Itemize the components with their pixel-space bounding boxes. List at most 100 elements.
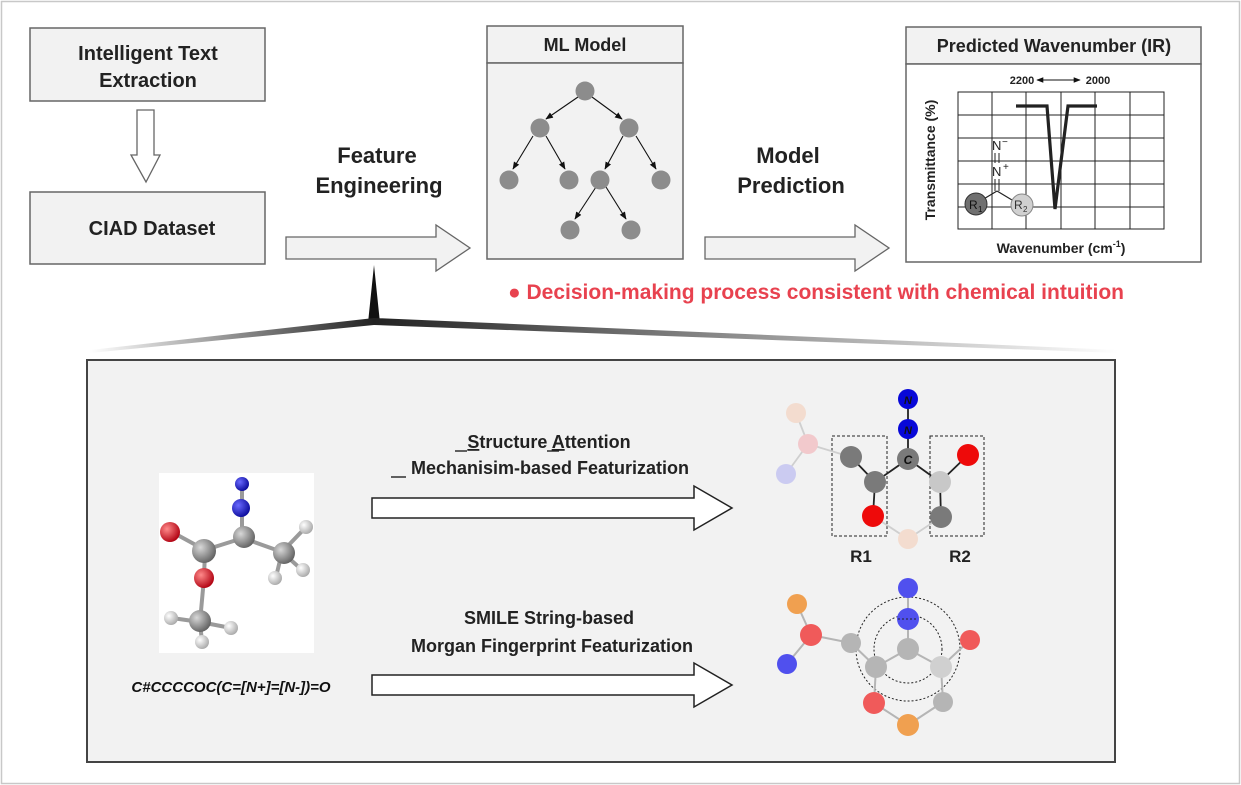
tree-node (651, 170, 671, 190)
svg-text:N: N (992, 138, 1001, 153)
morgan-node (787, 594, 807, 614)
morgan-node (933, 692, 953, 712)
svg-text:N: N (904, 425, 913, 437)
highlight-statement: ● Decision-making process consistent wit… (508, 281, 1124, 304)
ir-xlabel-main: Wavenumber (cm (997, 240, 1113, 256)
morgan-node (777, 654, 797, 674)
morgan-node (897, 714, 919, 736)
attention-node (898, 389, 918, 409)
ir-xlabel-sup: -1 (1113, 239, 1121, 249)
morgan-radius-1 (873, 614, 943, 684)
morgan-node (800, 624, 822, 646)
attention-node (862, 505, 884, 527)
svg-text:C: C (904, 453, 913, 467)
model-prediction-label-1: Model (756, 143, 820, 168)
molecule-3d (159, 473, 314, 653)
sa-letter-s: S (467, 432, 479, 452)
atom-hydrogen (268, 571, 282, 585)
ml-model-panel: ML Model (486, 25, 684, 260)
svg-text:+: + (1003, 162, 1009, 173)
attention-node (786, 403, 806, 423)
tree-node (621, 220, 641, 240)
morgan-fingerprint-arrow (371, 661, 734, 709)
tree-node (590, 170, 610, 190)
model-prediction-label-2: Prediction (737, 173, 845, 198)
atom-hydrogen (195, 635, 209, 649)
text-extraction-label-1: Intelligent Text (78, 43, 218, 65)
atom-nitrogen (235, 477, 249, 491)
morgan-node (897, 638, 919, 660)
attention-node (897, 448, 919, 470)
attention-node (957, 444, 979, 466)
sa-letter-a: A (552, 432, 565, 452)
ml-model-title: ML Model (544, 35, 627, 55)
tree-node (619, 118, 639, 138)
feature-engineering-label-1: Feature (337, 143, 416, 168)
atom-carbon (189, 610, 211, 632)
ir-xlabel: Wavenumber (cm-1) (997, 239, 1126, 256)
attention-node (840, 446, 862, 468)
tree-node (575, 81, 595, 101)
predicted-wavenumber-panel: Predicted Wavenumber (IR) 2200 2000 N − (905, 26, 1202, 263)
structure-attention-line1: Structure Attention (467, 432, 630, 452)
atom-hydrogen (296, 563, 310, 577)
attention-node (898, 529, 918, 549)
r1-label: R1 (850, 547, 872, 566)
smile-line1: SMILE String-based (464, 608, 634, 628)
morgan-node (841, 633, 861, 653)
attention-node (929, 471, 951, 493)
ir-ylabel: Transmittance (%) (922, 100, 938, 221)
decision-tree-edges (512, 96, 657, 220)
sa-word-mechanism: echanisim-based Featurization (426, 458, 689, 478)
model-prediction-arrow (704, 223, 891, 273)
svg-text:R: R (969, 198, 978, 212)
feature-engineering-arrow (285, 223, 472, 273)
atom-carbon (192, 539, 216, 563)
r1-region-box (831, 435, 888, 537)
morgan-node (898, 578, 918, 598)
atom-oxygen (160, 522, 180, 542)
attention-node (798, 434, 818, 454)
sa-word-tructure: tructure (479, 432, 551, 452)
atom-carbon (233, 526, 255, 548)
smile-line2: Morgan Fingerprint Featurization (411, 636, 693, 656)
sa-word-ttention: ttention (565, 432, 631, 452)
morgan-node (865, 656, 887, 678)
text-extraction-box: Intelligent Text Extraction (29, 27, 266, 102)
atom-hydrogen (164, 611, 178, 625)
attention-node (930, 506, 952, 528)
decision-tree-nodes (499, 81, 671, 240)
atom-carbon (273, 542, 295, 564)
range-right-label: 2000 (1086, 75, 1110, 87)
structure-attention-line2: Mechanisim-based Featurization (411, 458, 689, 478)
morgan-node (930, 656, 952, 678)
svg-text:R: R (1014, 198, 1023, 212)
svg-text:−: − (1002, 137, 1008, 148)
zoom-fan-connector (90, 265, 1118, 353)
svg-text:N: N (992, 164, 1001, 179)
tree-node (559, 170, 579, 190)
r2-label: R2 (949, 547, 971, 566)
diazo-fragment: N − N + R 1 R 2 (964, 137, 1034, 217)
tree-node (560, 220, 580, 240)
sa-letter-m: M (411, 458, 426, 478)
svg-text:N: N (904, 395, 913, 407)
attention-node (776, 464, 796, 484)
morgan-node (863, 692, 885, 714)
structure-attention-arrow (371, 484, 734, 532)
atom-hydrogen (224, 621, 238, 635)
ir-xlabel-close: ) (1121, 240, 1126, 256)
down-arrow (129, 109, 162, 184)
atom-nitrogen (232, 499, 250, 517)
ciad-dataset-box: CIAD Dataset (29, 191, 266, 265)
attention-node (898, 419, 918, 439)
predicted-wavenumber-title: Predicted Wavenumber (IR) (937, 36, 1171, 56)
tree-node (499, 170, 519, 190)
morgan-node (960, 630, 980, 650)
attention-node (864, 471, 886, 493)
atom-hydrogen (299, 520, 313, 534)
range-left-label: 2200 (1010, 75, 1034, 87)
text-extraction-label-2: Extraction (99, 70, 197, 92)
attention-graph: C N N (776, 389, 985, 549)
